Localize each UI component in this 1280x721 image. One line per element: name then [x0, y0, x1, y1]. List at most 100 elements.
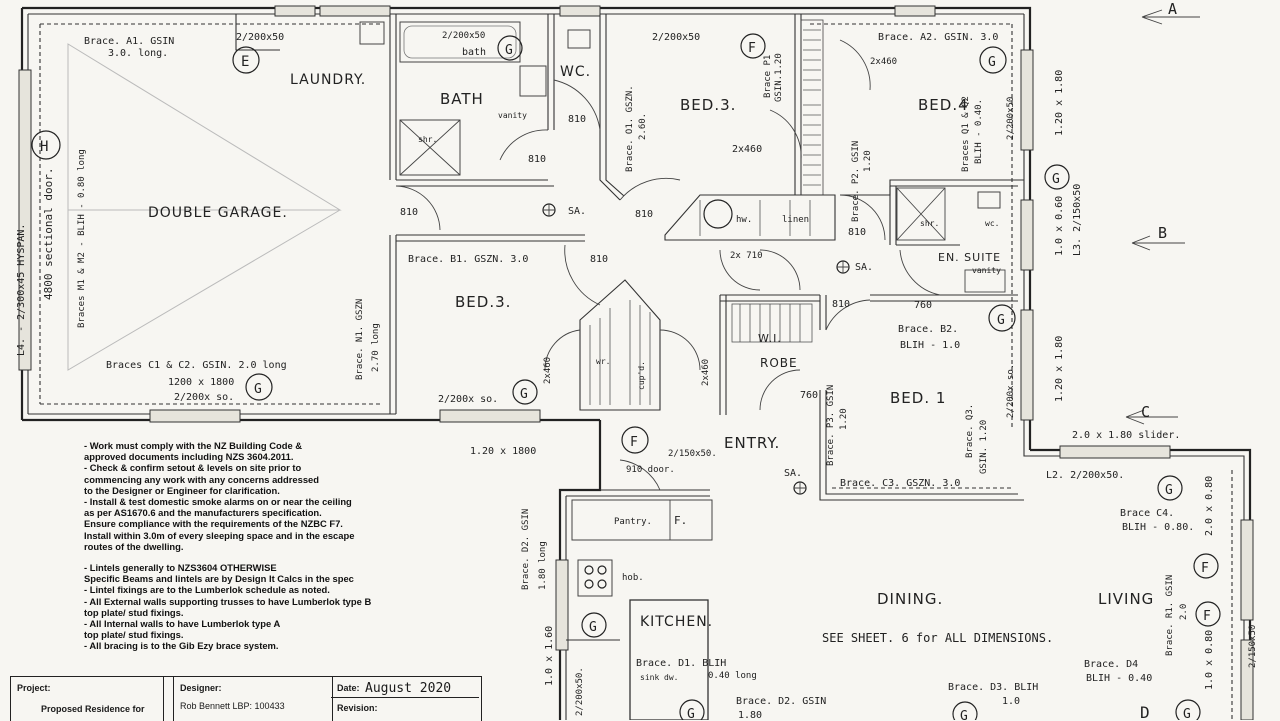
tag-g: G [254, 382, 262, 397]
note-l4: L4. - 2/300x45 HYSPAN. [16, 224, 27, 356]
date-divider [331, 697, 479, 698]
room-labels: LAUNDRY. BATH WC. BED.3. BED.4 DOUBLE GA… [148, 64, 1154, 630]
note-door: 810 [832, 299, 850, 310]
note-brace-a2: Brace. A2. GSIN. 3.0 [878, 32, 998, 43]
note-brace-d3: Brace. D3. BLIH [948, 682, 1038, 693]
note-window: 1200 x 1800 [168, 377, 234, 388]
tag-g: G [520, 387, 528, 402]
project-label: Project: [17, 683, 51, 693]
date-label: Date: [337, 683, 360, 693]
note-vanity: vanity [972, 266, 1001, 275]
note-brace-d2-b: 1.80 [738, 710, 762, 720]
date-value: August 2020 [365, 681, 452, 696]
note-line: - Check & confirm setout & levels on sit… [84, 462, 302, 474]
note-brace-r1: Brace. R1. GSIN [1165, 575, 1175, 656]
note-door: 810 [848, 227, 866, 238]
note-fridge: F. [674, 514, 687, 527]
interior-walls [39, 14, 1233, 720]
note-lintel: 2/200x so. [1006, 364, 1016, 418]
note-brace-p3: Brace. P3. GSIN [826, 385, 836, 466]
room-wir: W.I. [758, 332, 782, 345]
note-braces-c1: Braces C1 & C2. GSIN. 2.0 long [106, 360, 287, 371]
note-door: 810 [568, 114, 586, 125]
circle-tags: E G F G H G G G G F G F F G G G G [31, 33, 1221, 720]
note-lintel: 2/200x so. [438, 394, 498, 405]
note-brace-d4: Brace. D4 [1084, 659, 1138, 670]
note-brace-d3-b: 1.0 [1002, 696, 1020, 707]
note-brace-q3: Brace. Q3. [965, 404, 975, 458]
room-living: LIVING [1098, 590, 1154, 608]
note-brace-n1-b: 2.70 long [371, 323, 381, 372]
section-b: B [1158, 224, 1167, 242]
note-line: as per AS1670.6 and the manufacturers sp… [84, 507, 322, 519]
note-lintel: 2/200x50 [652, 32, 700, 43]
note-wr: wr. [596, 357, 610, 366]
title-block: Project: Proposed Residence for Designer… [10, 676, 482, 721]
room-double-garage: DOUBLE GARAGE. [148, 205, 288, 221]
note-lintel: 2x460 [732, 144, 762, 155]
note-cup: cup'd. [637, 361, 646, 390]
note-brace-d1-b: 0.40 long [708, 671, 757, 681]
note-sectional-door: 4800 sectional door. [42, 168, 55, 300]
room-bed1: BED. 1 [890, 389, 946, 407]
title-block-project: Project: Proposed Residence for [11, 677, 164, 721]
note-brace-q3-b: GSIN. 1.20 [979, 420, 989, 474]
note-line: Ensure compliance with the requirements … [84, 518, 343, 530]
note-brace-d2: Brace. D2. GSIN [736, 696, 826, 707]
note-window: 2.0 x 0.80 [1204, 476, 1215, 536]
room-bed4: BED.4 [918, 96, 969, 114]
note-lintel: 2/200x50. [575, 667, 585, 716]
note-window: 1.0 x 1.60 [544, 626, 555, 686]
note-door: 810 [635, 209, 653, 220]
note-spacer [84, 552, 414, 562]
note-line: - Work must comply with the NZ Building … [84, 440, 303, 451]
note-brace-o1: Brace. O1. GSZN. [625, 85, 635, 172]
note-line: - Lintel fixings are to the Lumberlok sc… [84, 584, 330, 596]
note-lintel-l2: L2. 2/200x50. [1046, 470, 1124, 481]
tag-f: F [1203, 609, 1211, 624]
note-brace-c3: Brace. C3. GSZN. 3.0 [840, 478, 960, 489]
note-brace-q1-b: BLIH - 0.40. [974, 99, 984, 164]
note-brace-a1: Brace. A1. GSIN [84, 36, 174, 47]
smoke-alarm-icons [542, 203, 850, 495]
room-kitchen: KITCHEN. [640, 614, 713, 630]
revision-label: Revision: [337, 703, 378, 713]
note-lintel: 2/200x50 [236, 32, 284, 43]
note-bath-lintel: 2/200x50 [442, 31, 485, 41]
windows [18, 5, 1254, 720]
note-shower: shr. [418, 135, 437, 144]
note-door: 810 [528, 154, 546, 165]
title-block-date: Date: August 2020 Revision: [331, 677, 479, 721]
note-dishwasher: dw. [664, 673, 678, 682]
section-markers: A B C D [1125, 0, 1200, 720]
note-brace-q1: Braces Q1 & Q2 [961, 96, 971, 172]
note-brace-d4-b: BLIH - 0.40 [1086, 673, 1152, 684]
note-wc: wc. [985, 219, 999, 228]
room-entry: ENTRY. [724, 434, 780, 452]
note-brace-b2: Brace. B2. [898, 324, 958, 335]
note-brace-n1: Brace. N1. GSZN [355, 299, 365, 380]
note-brace-d2-left-b: 1.80 long [538, 541, 548, 590]
note-lintel: 2x460 [870, 57, 897, 67]
note-line: - All Internal walls to have Lumberlok t… [84, 618, 281, 630]
note-window: 1.0 x 0.60 [1054, 196, 1065, 256]
note-door: 2x 710 [730, 251, 763, 261]
room-bed3-mid: BED.3. [455, 293, 511, 311]
note-lintel: 2x460 [543, 357, 553, 384]
note-line: Specific Beams and lintels are by Design… [84, 573, 354, 585]
note-line: - Lintels generally to NZS3604 OTHERWISE [84, 562, 277, 574]
room-wc: WC. [560, 64, 591, 80]
section-d: D [1140, 703, 1150, 720]
note-sink: sink [640, 673, 659, 682]
door-swings [395, 39, 941, 491]
annotations: Brace. A1. GSIN 3.0. long. 2/200x50 2/20… [16, 31, 1258, 720]
section-c: C [1141, 403, 1150, 421]
room-bed3-top: BED.3. [680, 96, 736, 114]
project-value: Proposed Residence for [41, 704, 145, 714]
tag-g: G [505, 43, 513, 58]
note-line: commencing any work with any concerns ad… [84, 473, 319, 485]
note-brace-b2-b: BLIH - 1.0 [900, 340, 960, 351]
note-window: 1.20 x 1.80 [1054, 70, 1065, 136]
note-window: 1.0 x 0.80 [1204, 630, 1215, 690]
